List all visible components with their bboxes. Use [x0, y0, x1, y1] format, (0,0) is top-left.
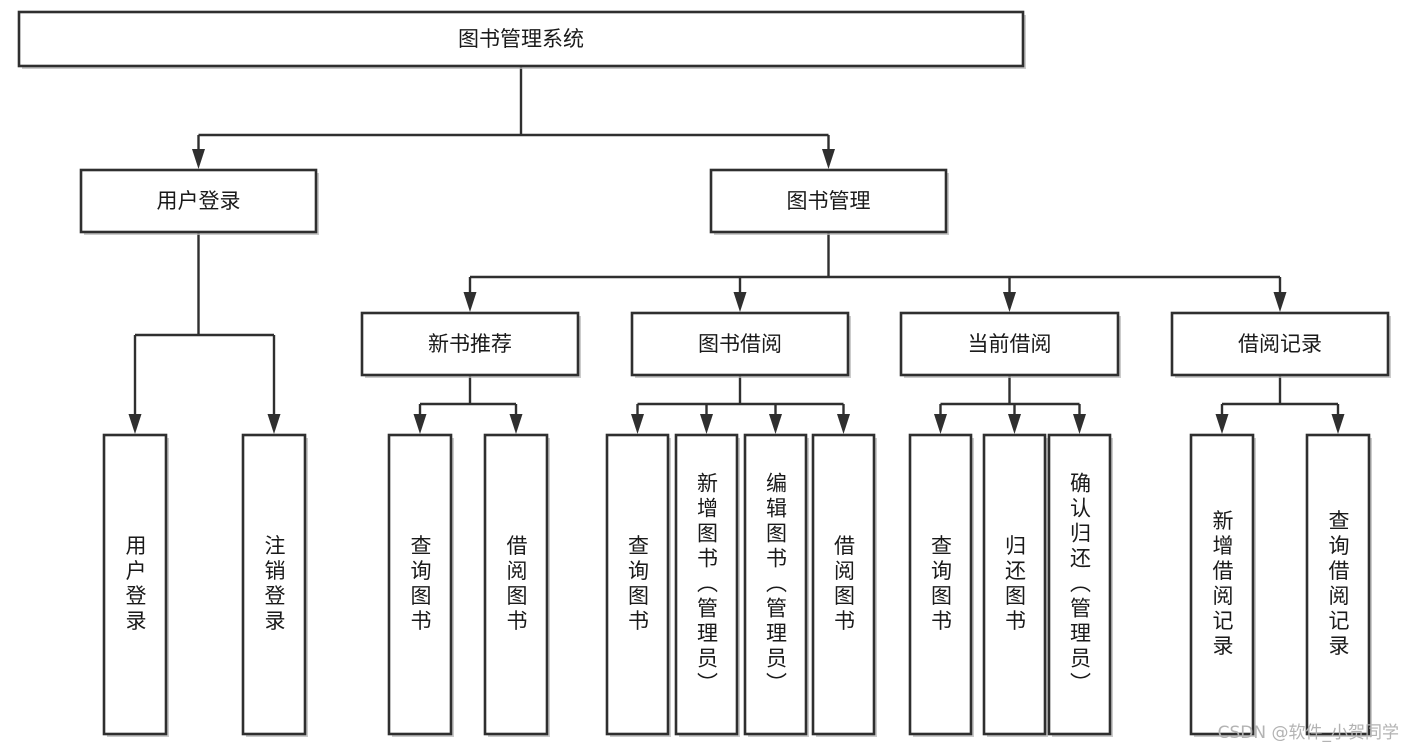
node-label: 查询图书	[626, 535, 650, 635]
node-label: 归还图书	[1003, 535, 1027, 635]
edge-group-user-login	[128, 232, 281, 434]
node-leaf-return-book[interactable]: 归还图书	[982, 433, 1048, 737]
node-leaf-borrow-book-recommend[interactable]: 借阅图书	[483, 433, 550, 737]
node-book-manage[interactable]: 图书管理	[709, 168, 949, 235]
node-leaf-confirm-return-admin[interactable]: 确认归还（管理员）	[1047, 433, 1113, 737]
node-label: 注销登录	[262, 535, 286, 635]
node-label: 借阅图书	[504, 535, 528, 635]
node-label: 确认归还（管理员）	[1068, 472, 1092, 697]
node-label: 当前借阅	[968, 332, 1052, 356]
node-label: 新书推荐	[428, 332, 512, 356]
node-borrow-record[interactable]: 借阅记录	[1170, 311, 1391, 378]
edge-group-new-book-recommend	[413, 375, 523, 434]
watermark-text: CSDN @软件_小贺同学	[1217, 723, 1399, 743]
node-leaf-user-login[interactable]: 用户登录	[102, 433, 169, 737]
node-label: 新增借阅记录	[1210, 510, 1234, 660]
node-leaf-add-borrow-record[interactable]: 新增借阅记录	[1189, 433, 1256, 737]
node-leaf-edit-book-admin[interactable]: 编辑图书（管理员）	[743, 433, 809, 737]
node-leaf-logout-login[interactable]: 注销登录	[241, 433, 308, 737]
node-label: 图书管理系统	[458, 27, 584, 51]
node-label: 用户登录	[123, 535, 147, 635]
node-label: 用户登录	[157, 189, 241, 213]
node-new-book-recommend[interactable]: 新书推荐	[360, 311, 581, 378]
node-label: 图书管理	[787, 189, 871, 213]
node-leaf-query-book-borrow[interactable]: 查询图书	[605, 433, 671, 737]
node-label: 借阅记录	[1238, 332, 1322, 356]
edge-group-book-borrow	[631, 375, 850, 434]
node-user-login[interactable]: 用户登录	[79, 168, 319, 235]
edge-group-borrow-record	[1215, 375, 1345, 434]
node-root-root[interactable]: 图书管理系统	[17, 10, 1026, 69]
node-leaf-query-book-current[interactable]: 查询图书	[908, 433, 974, 737]
node-label: 查询图书	[929, 535, 953, 635]
node-label: 借阅图书	[832, 535, 856, 635]
node-label: 新增图书（管理员）	[695, 472, 719, 697]
edge-group-book-manage	[463, 232, 1287, 312]
node-label: 编辑图书（管理员）	[764, 472, 788, 697]
edge-group-current-borrow	[934, 375, 1086, 434]
node-leaf-borrow-book[interactable]: 借阅图书	[811, 433, 877, 737]
node-label: 查询图书	[408, 535, 432, 635]
node-label: 图书借阅	[698, 332, 782, 356]
node-current-borrow[interactable]: 当前借阅	[899, 311, 1121, 378]
node-leaf-add-book-admin[interactable]: 新增图书（管理员）	[674, 433, 740, 737]
edges-layer	[128, 66, 1345, 434]
node-label: 查询借阅记录	[1326, 510, 1350, 660]
node-leaf-query-book-recommend[interactable]: 查询图书	[387, 433, 454, 737]
node-book-borrow[interactable]: 图书借阅	[630, 311, 851, 378]
node-leaf-query-borrow-record[interactable]: 查询借阅记录	[1305, 433, 1372, 737]
nodes-layer: 图书管理系统用户登录图书管理新书推荐图书借阅当前借阅借阅记录用户登录注销登录查询…	[17, 10, 1391, 737]
edge-group-root	[192, 66, 835, 169]
